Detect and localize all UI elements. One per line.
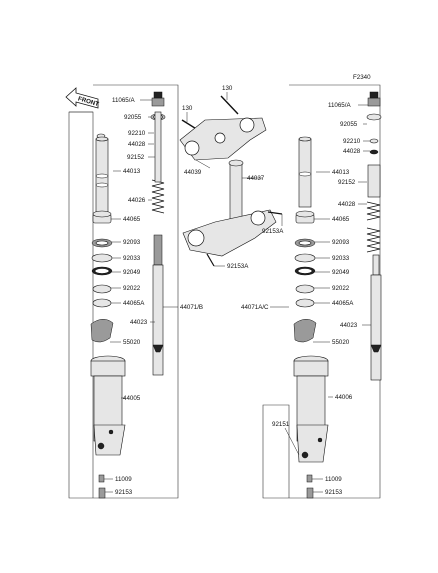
label-r-92055: 92055 [340, 121, 358, 128]
label-r-44028-b: 44028 [338, 201, 356, 208]
leader-lines [104, 92, 371, 493]
label-44037: 44037 [247, 175, 265, 182]
label-130-left: 130 [182, 105, 193, 112]
label-r-44071a-c: 44071A/C [241, 304, 269, 311]
label-r-44065a: 44065A [332, 300, 354, 307]
right-labels: 11065/A 92055 92210 44028 44013 92152 44… [241, 102, 361, 496]
label-44065a: 44065A [123, 300, 145, 307]
label-92152: 92152 [127, 154, 145, 161]
front-arrow-icon: FRONT [65, 87, 100, 109]
right-fork-frame [262, 84, 381, 499]
left-fork-parts [90, 91, 166, 499]
label-r-44023: 44023 [340, 322, 358, 329]
left-labels: 11065/A 92055 92210 44028 92152 44013 44… [112, 97, 203, 496]
label-r-92022: 92022 [332, 285, 350, 292]
label-92153a-lower: 92153A [227, 263, 249, 270]
label-r-92152: 92152 [338, 179, 356, 186]
label-44026: 44026 [128, 197, 146, 204]
label-11065-a: 11065/A [112, 97, 135, 104]
label-92093: 92093 [123, 239, 141, 246]
center-labels: 130 130 44039 44037 92153A 92153A [182, 85, 284, 270]
label-11009: 11009 [115, 476, 132, 483]
label-r-44028: 44028 [343, 148, 361, 155]
label-44071-b: 44071/B [180, 304, 203, 311]
label-44065: 44065 [123, 216, 141, 223]
label-r-92210: 92210 [343, 138, 361, 145]
label-44023: 44023 [130, 319, 148, 326]
label-44039: 44039 [184, 169, 202, 176]
label-92153a-right: 92153A [262, 228, 284, 235]
left-fork-frame [68, 84, 179, 499]
label-r-92033: 92033 [332, 255, 350, 262]
label-r-92093: 92093 [332, 239, 350, 246]
label-130-top: 130 [222, 85, 233, 92]
label-r-11009: 11009 [325, 476, 342, 483]
label-r-55020: 55020 [332, 339, 350, 346]
label-44028: 44028 [128, 141, 146, 148]
label-r-11065-a: 11065/A [328, 102, 351, 109]
label-r-92049: 92049 [332, 269, 350, 276]
front-label: FRONT [77, 95, 100, 108]
label-r-44013: 44013 [332, 169, 350, 176]
label-92049: 92049 [123, 269, 141, 276]
label-44005: 44005 [123, 395, 141, 402]
right-fork-parts [293, 91, 382, 499]
label-r-44065: 44065 [332, 216, 350, 223]
label-92022: 92022 [123, 285, 141, 292]
label-92033: 92033 [123, 255, 141, 262]
label-44013: 44013 [123, 168, 141, 175]
steering-stem-parts [179, 95, 283, 267]
label-55020: 55020 [123, 339, 141, 346]
spring-left [151, 179, 165, 214]
label-r-44006: 44006 [335, 394, 353, 401]
figure-code: F2340 [353, 74, 371, 81]
label-92153: 92153 [115, 489, 133, 496]
label-r-92151: 92151 [272, 421, 290, 428]
label-92210: 92210 [128, 130, 146, 137]
label-92055: 92055 [124, 114, 142, 121]
label-r-92153: 92153 [325, 489, 343, 496]
